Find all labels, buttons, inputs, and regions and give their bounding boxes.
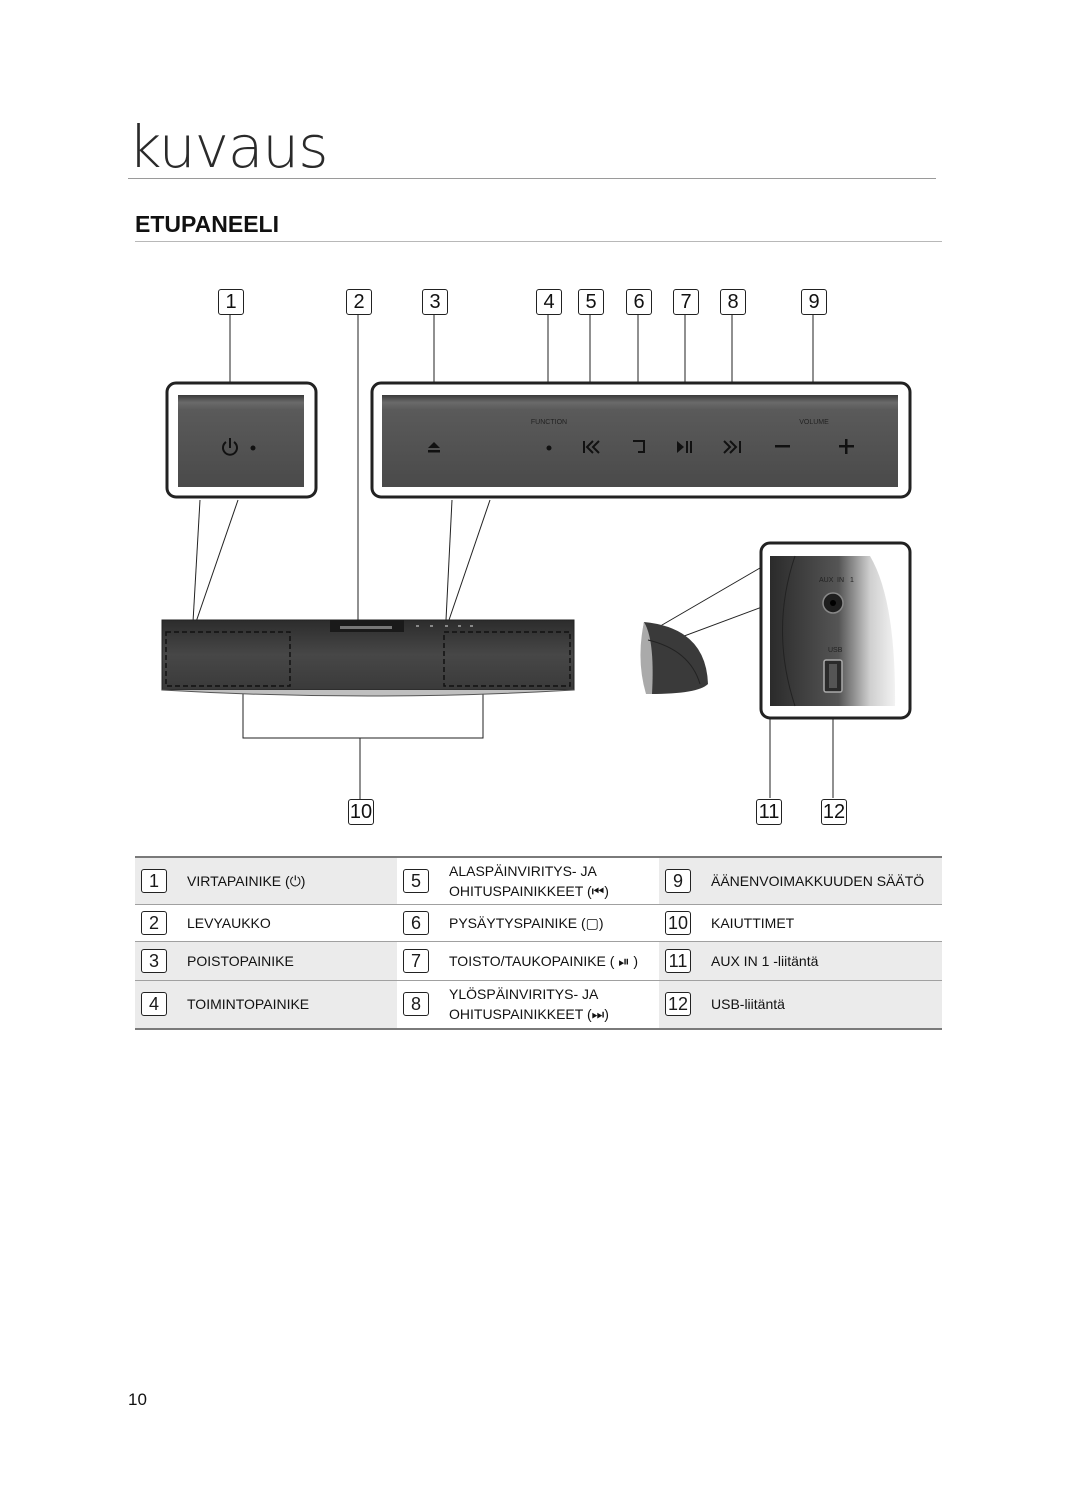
eject-icon[interactable] <box>428 442 440 453</box>
legend-item: 7 TOISTO/TAUKOPAINIKE ( ⏯ ) <box>397 942 659 980</box>
legend-item: 9 ÄÄNENVOIMAKKUUDEN SÄÄTÖ <box>659 858 942 904</box>
legend-number: 5 <box>403 869 429 893</box>
aux-in-jack[interactable] <box>822 592 844 614</box>
legend-item: 6 PYSÄYTYSPAINIKE (▢) <box>397 905 659 941</box>
legend-number: 4 <box>141 992 167 1016</box>
legend-number: 6 <box>403 911 429 935</box>
legend-number: 7 <box>403 949 429 973</box>
legend-item: 8 YLÖSPÄINVIRITYS- JA OHITUSPAINIKKEET (… <box>397 981 659 1028</box>
usb-port[interactable] <box>823 659 843 693</box>
legend-number: 9 <box>665 869 691 893</box>
legend-number: 1 <box>141 869 167 893</box>
legend-label: AUX IN 1 -liitäntä <box>711 953 819 969</box>
legend-label: USB-liitäntä <box>711 996 785 1012</box>
callout-10: 10 <box>348 799 374 825</box>
legend-label: TOISTO/TAUKOPAINIKE ( ⏯ ) <box>449 953 639 969</box>
callout-8: 8 <box>720 289 746 315</box>
legend-label: YLÖSPÄINVIRITYS- JA OHITUSPAINIKKEET (⏭) <box>449 986 609 1022</box>
section-title: ETUPANEELI <box>135 211 279 237</box>
soundbar-side-view <box>640 622 708 694</box>
skip-back-icon[interactable] <box>583 440 600 454</box>
volume-minus-icon[interactable] <box>775 445 790 448</box>
legend-label: VIRTAPAINIKE (⏻) <box>187 873 306 889</box>
legend-item: 11 AUX IN 1 -liitäntä <box>659 942 942 980</box>
legend-label: TOIMINTOPAINIKE <box>187 996 310 1012</box>
page-number: 10 <box>128 1390 147 1409</box>
legend-table: 1 VIRTAPAINIKE (⏻) 5 ALASPÄINVIRITYS- JA… <box>135 856 942 1030</box>
function-label: FUNCTION <box>531 419 567 426</box>
legend-row: 4 TOIMINTOPAINIKE 8 YLÖSPÄINVIRITYS- JA … <box>135 981 942 1030</box>
legend-row: 3 POISTOPAINIKE 7 TOISTO/TAUKOPAINIKE ( … <box>135 942 942 981</box>
aux-number-label: 1 <box>850 577 854 584</box>
callout-3: 3 <box>422 289 448 315</box>
skip-forward-icon[interactable] <box>723 440 741 454</box>
legend-item: 4 TOIMINTOPAINIKE <box>135 981 397 1028</box>
legend-label: LEVYAUKKO <box>187 915 271 931</box>
legend-label: ÄÄNENVOIMAKKUUDEN SÄÄTÖ <box>711 873 925 889</box>
stop-icon[interactable] <box>633 440 645 453</box>
callout-9: 9 <box>801 289 827 315</box>
legend-label: PYSÄYTYSPAINIKE (▢) <box>449 915 604 931</box>
volume-plus-icon[interactable] <box>839 439 854 454</box>
legend-item: 3 POISTOPAINIKE <box>135 942 397 980</box>
legend-item: 12 USB-liitäntä <box>659 981 942 1028</box>
legend-number: 8 <box>403 992 429 1016</box>
legend-number: 3 <box>141 949 167 973</box>
in-label: IN <box>837 577 844 584</box>
callout-12: 12 <box>821 799 847 825</box>
legend-item: 5 ALASPÄINVIRITYS- JA OHITUSPAINIKKEET (… <box>397 858 659 904</box>
legend-row: 2 LEVYAUKKO 6 PYSÄYTYSPAINIKE (▢) 10 KAI… <box>135 905 942 942</box>
legend-number: 11 <box>665 949 691 973</box>
speaker-left <box>165 631 291 687</box>
play-pause-icon[interactable] <box>677 441 692 453</box>
callout-1: 1 <box>218 289 244 315</box>
speaker-right <box>443 631 571 687</box>
section-rule <box>135 241 942 242</box>
legend-label: POISTOPAINIKE <box>187 953 294 969</box>
function-button[interactable] <box>546 445 552 451</box>
callout-6: 6 <box>626 289 652 315</box>
chapter-title: kuvaus <box>128 113 328 181</box>
soundbar-unit <box>161 619 575 697</box>
legend-label: KAIUTTIMET <box>711 915 795 931</box>
callout-7: 7 <box>673 289 699 315</box>
front-panel-diagram: FUNCTION VOLUME A <box>161 314 912 800</box>
volume-label: VOLUME <box>799 419 829 426</box>
legend-number: 10 <box>665 911 691 935</box>
callout-2: 2 <box>346 289 372 315</box>
callout-4: 4 <box>536 289 562 315</box>
legend-number: 12 <box>665 992 691 1016</box>
chapter-rule <box>128 178 936 179</box>
legend-item: 2 LEVYAUKKO <box>135 905 397 941</box>
power-icon[interactable] <box>222 438 238 456</box>
legend-item: 10 KAIUTTIMET <box>659 905 942 941</box>
usb-label: USB <box>828 647 843 654</box>
aux-label: AUX <box>819 577 834 584</box>
legend-row: 1 VIRTAPAINIKE (⏻) 5 ALASPÄINVIRITYS- JA… <box>135 858 942 905</box>
legend-item: 1 VIRTAPAINIKE (⏻) <box>135 858 397 904</box>
legend-top-rule <box>135 856 942 858</box>
legend-label: ALASPÄINVIRITYS- JA OHITUSPAINIKKEET (⏮) <box>449 863 609 899</box>
callout-11: 11 <box>756 799 782 825</box>
callout-5: 5 <box>578 289 604 315</box>
legend-number: 2 <box>141 911 167 935</box>
